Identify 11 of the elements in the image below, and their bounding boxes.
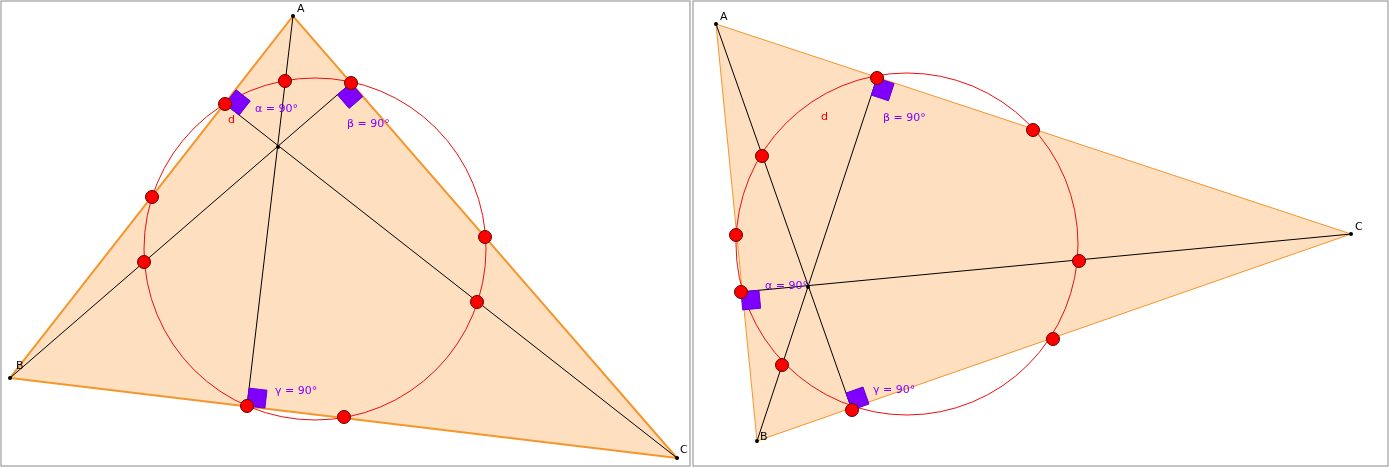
angle-label: γ = 90° bbox=[275, 385, 318, 397]
vertex-label: C bbox=[680, 444, 688, 456]
vertex-label: C bbox=[1355, 221, 1363, 233]
vertex-label: B bbox=[16, 360, 24, 372]
vertex-label: A bbox=[297, 3, 305, 15]
circle-label: d bbox=[821, 111, 828, 123]
angle-label: γ = 90° bbox=[873, 384, 916, 396]
vertex-label: B bbox=[760, 431, 768, 443]
vertex-label: A bbox=[720, 11, 728, 23]
angle-label: β = 90° bbox=[883, 112, 926, 124]
circle-label: d bbox=[228, 114, 235, 126]
